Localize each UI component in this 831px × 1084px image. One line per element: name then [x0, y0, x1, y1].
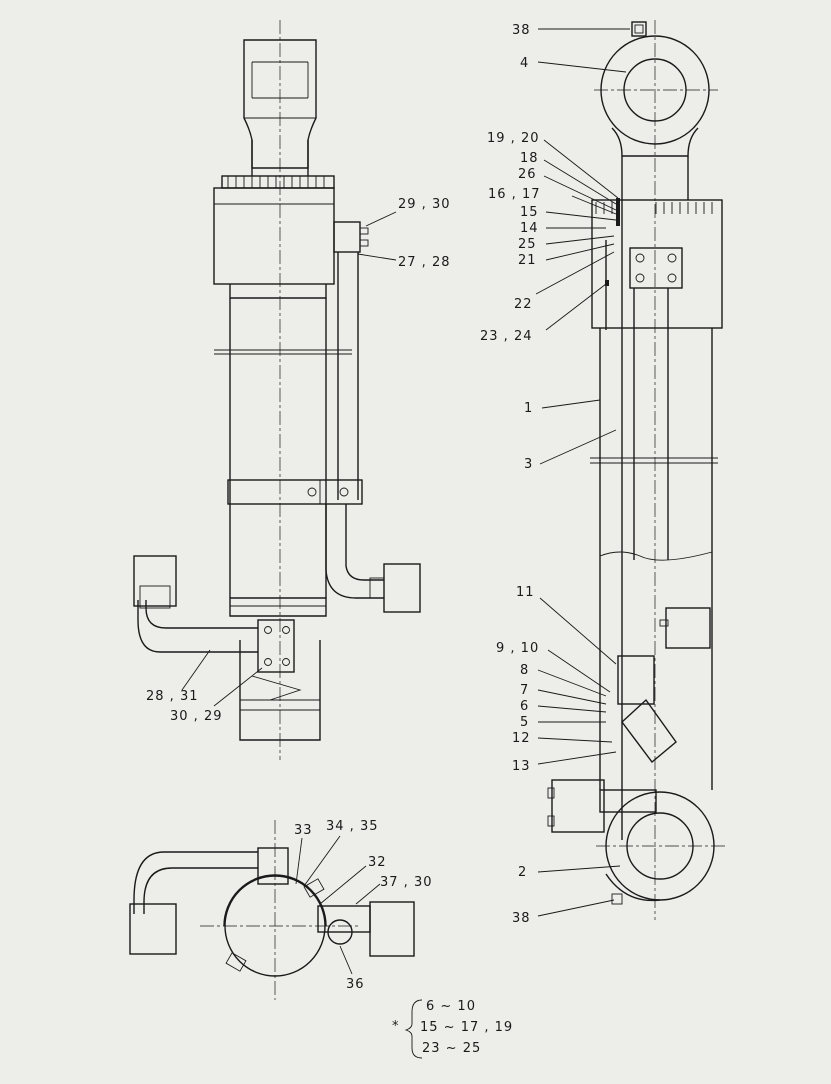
label-18: 18	[520, 151, 539, 166]
label-38-top: 38	[512, 23, 531, 38]
label-34-35: 34 , 35	[326, 819, 378, 834]
label-23-24: 23 , 24	[480, 329, 532, 344]
label-5: 5	[520, 715, 529, 730]
label-2: 2	[518, 865, 527, 880]
label-14: 14	[520, 221, 539, 236]
label-32: 32	[368, 855, 387, 870]
label-28-31: 28 , 31	[146, 689, 198, 704]
label-33: 33	[294, 823, 313, 838]
label-8: 8	[520, 663, 529, 678]
right-cylinder-view	[547, 20, 726, 920]
note-asterisk: *	[392, 1019, 400, 1034]
label-11: 11	[516, 585, 535, 600]
label-16-17: 16 , 17	[488, 187, 540, 202]
label-22: 22	[514, 297, 533, 312]
label-30-29: 30 , 29	[170, 709, 222, 724]
label-4: 4	[520, 56, 529, 71]
label-3: 3	[524, 457, 533, 472]
callout-labels: 38 4 19 , 20 18 26 16 , 17 15 14 25 21 2…	[146, 23, 540, 992]
leader-lines	[181, 28, 630, 975]
end-view	[129, 820, 415, 1000]
note-line-1: 6 ~ 10	[426, 999, 476, 1014]
left-cylinder-view	[133, 20, 421, 760]
label-6: 6	[520, 699, 529, 714]
label-38-bottom: 38	[512, 911, 531, 926]
label-15: 15	[520, 205, 539, 220]
label-25: 25	[518, 237, 537, 252]
label-37-30: 37 , 30	[380, 875, 432, 890]
label-1: 1	[524, 401, 533, 416]
label-12: 12	[512, 731, 531, 746]
label-7: 7	[520, 683, 529, 698]
label-29-30: 29 , 30	[398, 197, 450, 212]
label-26: 26	[518, 167, 537, 182]
label-9-10: 9 , 10	[496, 641, 539, 656]
label-27-28: 27 , 28	[398, 255, 450, 270]
label-36: 36	[346, 977, 365, 992]
label-21: 21	[518, 253, 537, 268]
label-19-20: 19 , 20	[487, 131, 539, 146]
kit-note: * 6 ~ 10 15 ~ 17 , 19 23 ~ 25	[392, 999, 513, 1059]
note-line-3: 23 ~ 25	[422, 1041, 481, 1056]
note-line-2: 15 ~ 17 , 19	[420, 1020, 513, 1035]
label-13: 13	[512, 759, 531, 774]
